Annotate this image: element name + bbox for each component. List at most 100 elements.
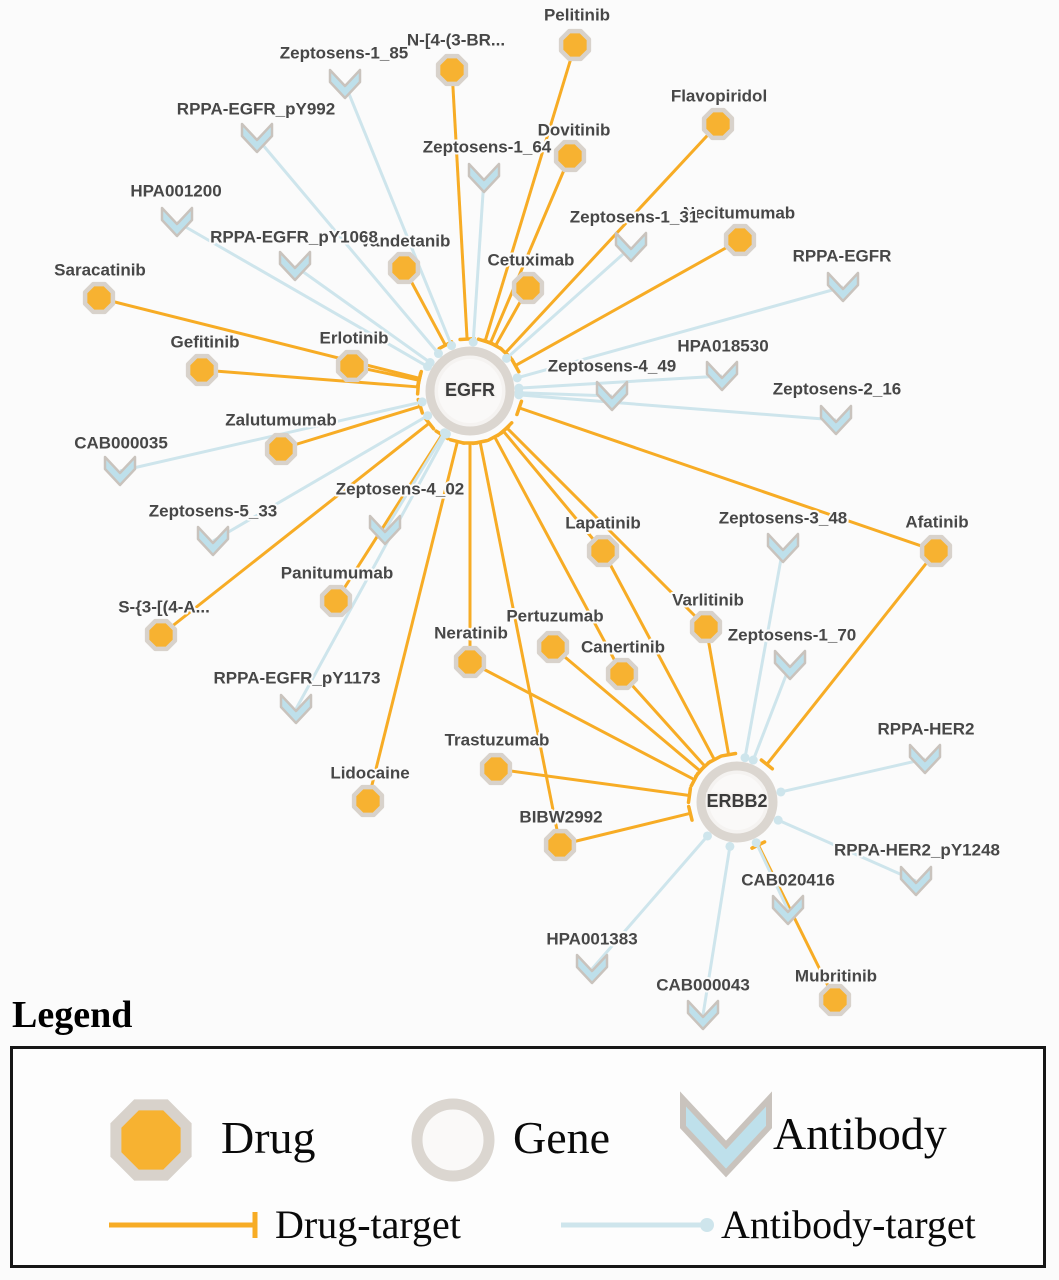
drug-node-lidocaine[interactable] [351,784,385,818]
antibody-node-zeptosens-1-31[interactable] [614,231,648,263]
drug-target-edge-lapatinib-egfr [502,430,605,552]
antibody-target-edge-dot-cab000043-erbb2 [725,841,735,851]
antibody-target-edge-cab000043-erbb2 [701,846,732,1016]
drug-target-edge-canertinib-egfr [493,436,624,675]
antibody-edge-dot-swatch [700,1218,714,1232]
drug-target-edge-tee-erlotinib-egfr [415,371,423,389]
antibody-node-rppa-her2[interactable] [908,743,942,775]
drug-node-necitumumab[interactable] [723,223,757,257]
drug-node-s-3-4-a[interactable] [144,618,178,652]
drug-target-edge-tee-bibw2992-egfr [471,438,489,446]
antibody-target-edge-dot-cab000035-egfr [417,397,427,407]
antibody-target-edge-rppa-her2-py1248-erbb2 [777,818,917,883]
gene-legend-icon [411,1098,495,1182]
antibody-node-label-zeptosens-1-64: Zeptosens-1_64 [423,137,552,156]
antibody-node-label-cab020416: CAB020416 [741,870,835,889]
antibody-node-zeptosens-1-85[interactable] [328,68,362,100]
drug-node-zalutumumab[interactable] [264,432,298,466]
antibody-target-edge-zeptosens-1-31-egfr [505,245,632,360]
drug-node-n-4-3-br[interactable] [435,53,469,87]
drug-target-edge-tee-cetuximab-egfr [487,340,504,351]
drug-node-dovitinib[interactable] [553,139,587,173]
antibody-target-edge-dot-zeptosens-5-33-egfr [423,411,433,421]
drug-node-vandetanib[interactable] [387,251,421,285]
antibody-target-edge-dot-zeptosens-2-16-egfr [514,390,524,400]
drug-node-varlitinib[interactable] [689,610,723,644]
antibody-target-edge-rppa-egfr-py992-egfr [255,137,440,355]
antibody-target-edge-hpa018530-egfr [518,374,723,390]
antibody-node-rppa-egfr[interactable] [826,271,860,303]
antibody-target-edge-zeptosens-3-48-erbb2 [743,547,785,758]
drug-target-edge-legend-icon [109,1212,258,1238]
gene-node-label-erbb2: ERBB2 [706,791,767,811]
antibody-node-label-zeptosens-3-48: Zeptosens-3_48 [719,508,848,527]
drug-node-lapatinib[interactable] [586,534,620,568]
drug-node-afatinib[interactable] [919,534,953,568]
antibody-node-label-zeptosens-4-02: Zeptosens-4_02 [336,479,465,498]
antibody-node-zeptosens-1-70[interactable] [773,649,807,681]
antibody-target-edge-dot-zeptosens-1-85-egfr [447,341,457,351]
antibody-node-rppa-egfr-py1068[interactable] [278,250,312,282]
antibody-node-zeptosens-3-48[interactable] [766,532,800,564]
antibody-node-rppa-egfr-py992[interactable] [240,122,274,154]
antibody-node-label-rppa-her2-py1248: RPPA-HER2_pY1248 [834,840,1000,859]
legend-title: Legend [12,994,133,1036]
antibody-node-zeptosens-4-49[interactable] [595,380,629,412]
antibody-node-rppa-egfr-py1173[interactable] [279,693,313,725]
drug-target-edge-varlitinib-egfr [505,426,708,629]
drug-target-edge-zalutumumab-egfr [280,404,421,451]
antibody-node-hpa018530[interactable] [705,360,739,392]
drug-node-label-trastuzumab: Trastuzumab [445,730,550,749]
drug-node-pertuzumab[interactable] [536,630,570,664]
drug-node-panitumumab[interactable] [319,584,353,618]
drug-node-label-neratinib: Neratinib [434,623,508,642]
antibody-target-edge-zeptosens-1-64-egfr [471,177,486,343]
drug-node-cetuximab[interactable] [511,271,545,305]
drug-node-pelitinib[interactable] [558,28,592,62]
antibody-target-edge-dot-zeptosens-1-64-egfr [468,337,478,347]
drug-node-label-dovitinib: Dovitinib [538,120,611,139]
antibody-node-hpa001200[interactable] [160,206,194,238]
legend-antibody-label: Antibody [773,1108,947,1159]
antibody-node-cab000043[interactable] [686,999,720,1031]
antibody-node-zeptosens-2-16[interactable] [819,404,853,436]
drug-node-saracatinib[interactable] [82,281,116,315]
drug-node-label-gefitinib: Gefitinib [171,332,240,351]
antibody-target-edge-hpa001383-erbb2 [590,834,709,970]
antibody-node-cab000035[interactable] [103,455,137,487]
drug-node-bibw2992[interactable] [543,828,577,862]
antibody-target-edge-zeptosens-5-33-egfr [212,414,429,543]
antibody-node-rppa-her2-py1248[interactable] [899,865,933,897]
drug-target-edge-panitumumab-egfr [334,434,444,602]
drug-node-flavopiridol[interactable] [701,107,735,141]
drug-node-canertinib[interactable] [605,657,639,691]
antibody-node-zeptosens-1-64[interactable] [467,162,501,194]
antibody-node-hpa001383[interactable] [575,953,609,985]
drug-target-edge-neratinib-erbb2 [469,660,696,782]
label-layer: PelitinibN-[4-(3-BR...DovitinibFlavopiri… [52,3,1002,996]
drug-node-gefitinib[interactable] [185,353,219,387]
drug-node-label-zalutumumab: Zalutumumab [225,410,336,429]
drug-node-mubritinib[interactable] [818,983,852,1017]
antibody-target-edge-rppa-egfr-py1068-egfr [294,264,431,364]
antibody-target-edge-dot-zeptosens-1-70-erbb2 [748,755,758,765]
antibody-target-edge-zeptosens-2-16-egfr [518,393,837,422]
antibody-node-label-rppa-egfr-py1173: RPPA-EGFR_pY1173 [214,668,381,687]
drug-legend-icon [110,1099,192,1181]
drug-node-label-pelitinib: Pelitinib [544,5,610,24]
antibody-node-zeptosens-4-02[interactable] [368,514,402,546]
antibody-target-edge-dot-rppa-egfr-py1068-egfr [425,358,435,368]
drug-target-edge-tee-afatinib-egfr [515,399,524,417]
gene-circle-swatch [411,1098,495,1182]
antibody-node-zeptosens-5-33[interactable] [196,525,230,557]
antibody-node-cab020416[interactable] [771,894,805,926]
drug-node-label-varlitinib: Varlitinib [672,590,744,609]
drug-target-edge-flavopiridol-egfr [504,122,720,354]
drug-node-neratinib[interactable] [453,645,487,679]
legend-gene-label: Gene [513,1112,611,1163]
drug-node-label-canertinib: Canertinib [581,637,665,656]
drug-node-erlotinib[interactable] [335,349,369,383]
drug-node-trastuzumab[interactable] [479,752,513,786]
